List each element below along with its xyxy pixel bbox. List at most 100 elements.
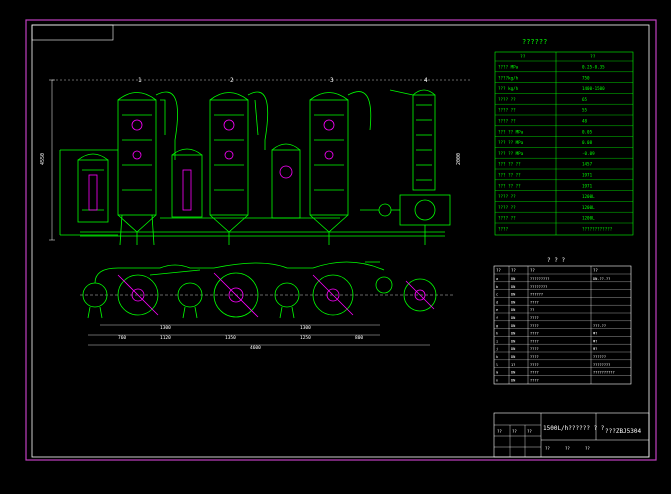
nozzle-cell: Ф? bbox=[593, 347, 597, 351]
spec-row-value: 0.25-0.35 bbox=[582, 65, 605, 70]
nozzle-header: ?? bbox=[593, 268, 598, 273]
nozzle-cell: h bbox=[496, 332, 498, 336]
nozzle-cell: DN bbox=[511, 293, 515, 297]
title-block: 1500L/h?????? ? ? ???ZBJ5304 ?? ?? ?? ??… bbox=[493, 412, 650, 458]
heater-3 bbox=[271, 143, 301, 219]
spec-row-label: ??? ?? MPa bbox=[498, 129, 524, 134]
spec-row-label: ???? ?? bbox=[498, 216, 516, 221]
nozzle-cell: i bbox=[496, 339, 498, 343]
tb-field-4: ?? bbox=[545, 446, 550, 451]
nozzle-cell: l bbox=[496, 363, 498, 367]
dim-i: 800 bbox=[355, 335, 363, 341]
spec-row-value: 1200L bbox=[582, 205, 595, 210]
tb-field-2: ?? bbox=[512, 429, 517, 434]
nozzle-cell: DN bbox=[511, 378, 515, 382]
spec-row-label: ???? bbox=[498, 227, 509, 232]
spec-row-value: 55 bbox=[582, 108, 588, 113]
evap2-label: 2 bbox=[230, 77, 234, 84]
spec-row-value: 1971 bbox=[582, 173, 593, 178]
nozzle-cell: ???? bbox=[530, 355, 539, 359]
evap3-label: 3 bbox=[330, 77, 334, 84]
inner-border bbox=[31, 24, 650, 458]
spec-row-label: ??? ?? MPa bbox=[498, 151, 524, 156]
nozzle-cell: ???? bbox=[530, 324, 539, 328]
nozzle-cell: m bbox=[496, 371, 498, 375]
nozzle-header: ?? bbox=[530, 268, 535, 273]
tb-field-5: ?? bbox=[565, 446, 570, 451]
nozzle-cell: DN bbox=[511, 347, 515, 351]
condenser bbox=[389, 89, 451, 245]
plan-dim-labels: 760 1120 1350 1250 800 1300 1300 4600 bbox=[118, 325, 363, 351]
nozzle-cell: ???? bbox=[530, 363, 539, 367]
dim-b: 1300 bbox=[300, 325, 311, 331]
nozzle-cell: Ф? bbox=[593, 332, 597, 336]
title-main: 1500L/h?????? ? ? bbox=[543, 425, 605, 432]
evaporator-1 bbox=[117, 92, 157, 246]
spec-row-value: 1971 bbox=[582, 183, 593, 188]
spec-row-label: ???? ?? bbox=[498, 97, 516, 102]
nozzle-cell: ?????? bbox=[530, 293, 543, 297]
spec-row-value: 1457 bbox=[582, 162, 593, 167]
nozzle-cell: b bbox=[496, 285, 498, 289]
heater-1 bbox=[59, 149, 118, 236]
spec-row-value: 65 bbox=[582, 97, 588, 102]
nozzle-cell: Ф? bbox=[593, 339, 597, 343]
spec-row-label: ????kg/h bbox=[498, 75, 519, 80]
nozzle-cell: DN bbox=[511, 324, 515, 328]
outer-frame bbox=[25, 19, 657, 461]
dim-h: 1250 bbox=[300, 335, 311, 341]
height-dim-1: 4550 bbox=[40, 153, 46, 165]
code-box bbox=[31, 24, 114, 41]
plan-dimensions bbox=[88, 324, 430, 346]
spec-row-value: -0.09 bbox=[582, 151, 595, 156]
spec-row-label: ??? ?? MPa bbox=[498, 140, 524, 145]
tb-field-1: ?? bbox=[497, 429, 502, 434]
tb-field-6: ?? bbox=[585, 446, 590, 451]
spec-row-value: 0.05 bbox=[582, 129, 593, 134]
nozzle-cell: g bbox=[496, 324, 498, 328]
evap1-label: 1 bbox=[138, 77, 142, 84]
nozzle-cell: ???? bbox=[530, 378, 539, 382]
spec-row-value: 1200L bbox=[582, 216, 595, 221]
spec-row-label: ??? kg/h bbox=[498, 86, 519, 91]
spec-row-value: 750 bbox=[582, 75, 590, 80]
dim-total: 4600 bbox=[250, 345, 261, 351]
front-labels: 1 2 3 4 4550 2000 bbox=[40, 77, 462, 165]
evaporator-3 bbox=[309, 92, 349, 245]
spec-row-label: ???? MPa bbox=[498, 65, 519, 70]
nozzle-cell: ???? bbox=[530, 339, 539, 343]
spec-row-value: 1200L bbox=[582, 194, 595, 199]
nozzle-header: ?? bbox=[511, 268, 516, 273]
nozzle-cell: DN bbox=[511, 355, 515, 359]
spec-row-value: ???????????? bbox=[582, 227, 613, 232]
nozzle-cell: f bbox=[496, 316, 498, 320]
plan-view bbox=[80, 261, 455, 319]
spec-row-label: ???? ?? bbox=[498, 205, 516, 210]
nozzle-cell: a bbox=[496, 277, 498, 281]
nozzle-cell: ?????? bbox=[593, 355, 606, 359]
spec-row-label: ??? ?? ?? bbox=[498, 162, 521, 167]
nozzle-cell: c bbox=[496, 293, 498, 297]
nozzle-cell: DN bbox=[511, 277, 515, 281]
nozzle-cell: ????????? bbox=[530, 277, 549, 281]
nozzle-cell: DN-??-?? bbox=[593, 277, 610, 281]
nozzle-cell: ???? bbox=[530, 332, 539, 336]
condenser-label: 4 bbox=[424, 77, 428, 84]
nozzle-cell: ???? bbox=[530, 371, 539, 375]
title-drawing-no: ???ZBJ5304 bbox=[605, 428, 642, 435]
nozzle-cell: ???? bbox=[530, 347, 539, 351]
nozzle-cell: ???? bbox=[530, 300, 539, 304]
spec-row-value: 1400-1500 bbox=[582, 86, 605, 91]
nozzle-cell: DN bbox=[511, 308, 515, 312]
spec-row-label: ??? ?? ?? bbox=[498, 183, 521, 188]
dim-f: 1120 bbox=[160, 335, 171, 341]
nozzle-cell: d bbox=[496, 300, 498, 304]
nozzle-cell: DN bbox=[511, 285, 515, 289]
tb-field-3: ?? bbox=[527, 429, 532, 434]
evaporator-2 bbox=[209, 92, 249, 245]
spec-row-value: 0.08 bbox=[582, 140, 593, 145]
spec-row-label: ???? ?? bbox=[498, 108, 516, 113]
nozzle-cell: n bbox=[496, 378, 498, 382]
